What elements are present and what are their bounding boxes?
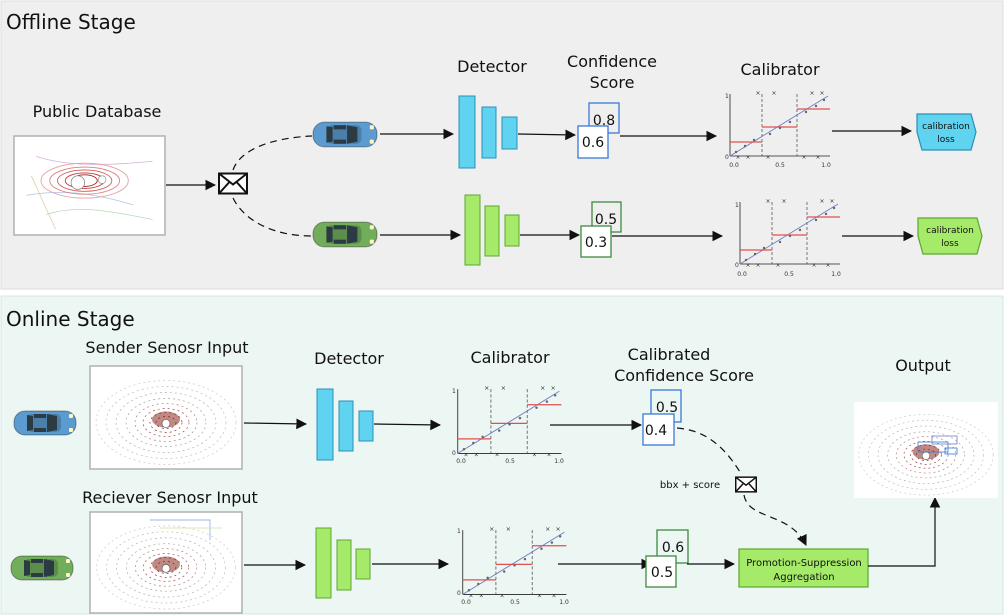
message-envelope-icon [218,172,248,195]
aggregation-box: Promotion-Suppression Aggregation [738,548,869,588]
x-tick-1-0: 1.0 [831,271,841,278]
x-tick-0-5: 0.5 [505,458,515,465]
offline-stage: Offline Stage Public Database Detector C… [0,0,1004,290]
online-detector-green [315,527,371,599]
green-car-icon [312,221,378,248]
public-database-image [13,135,166,236]
x-tick-0-5: 0.5 [784,271,794,278]
x-tick-1-0: 1.0 [559,599,569,606]
sender-car-icon [13,410,77,436]
y-tick-0: 0 [457,590,461,597]
receiver-car-icon [10,555,74,581]
online-stage: Online Stage Sender Senosr Input Recieve… [0,295,1004,615]
loss-label-line2: loss [937,135,955,145]
loss-label-line1: calibration [926,226,974,236]
arrow-detector-to-calibrator-sender [373,419,442,431]
receiver-lidar-image [89,511,243,614]
message-envelope-icon [735,476,757,493]
x-tick-1-0: 1.0 [554,458,564,465]
calibrated-score-label-line2: Confidence Score [614,366,754,385]
score-0-6: 0.6 [662,540,684,556]
x-tick-0-0: 0.0 [461,599,471,606]
arrow-sender-to-detector [243,418,308,430]
offline-detector-blue [458,95,518,169]
online-score-boxes-sender: 0.5 0.4 [642,389,682,446]
offline-calibration-plot-top: 1 0 0.0 0.5 1.0 [725,90,831,169]
aggregation-label-line2: Aggregation [773,572,834,583]
score-0-3: 0.3 [585,235,607,251]
offline-calibration-plot-bottom: 1 0 0.0 0.5 1.0 [735,198,841,278]
online-calibration-plot-sender: 1 0 0.0 0.5 1.0 [452,385,564,465]
receiver-input-label: Reciever Senosr Input [82,488,258,507]
arrow-detector-to-score-top [517,129,577,141]
calibrated-score-label-line1: Calibrated [628,345,711,364]
dashed-message-link-upper [676,427,741,473]
sender-lidar-image [89,365,243,470]
score-0-4: 0.4 [645,423,667,439]
sender-input-label: Sender Senosr Input [85,338,248,357]
aggregation-label-line1: Promotion-Suppression [746,558,862,569]
online-score-boxes-receiver: 0.6 0.5 [645,529,689,588]
dashed-link-bottom [232,197,313,237]
loss-label-line2: loss [941,239,959,249]
offline-detector-green [464,194,520,266]
calibration-loss-box-blue: calibration loss [916,113,977,151]
online-detector-blue [316,388,374,461]
x-tick-0-0: 0.0 [456,458,466,465]
x-tick-0-0: 0.0 [737,271,747,278]
public-database-label: Public Database [33,102,162,121]
offline-calibrator-label: Calibrator [740,60,819,79]
online-detector-label: Detector [314,349,384,368]
dashed-link-top [232,135,313,171]
x-tick-0-5: 0.5 [510,599,520,606]
output-label: Output [895,356,951,375]
online-calibration-plot-receiver: 1 0 0.0 0.5 1.0 [457,526,569,606]
x-tick-0-0: 0.0 [729,162,739,169]
y-tick-0: 0 [452,450,456,457]
confidence-score-label-line1: Confidence [567,52,657,71]
calibration-loss-box-green: calibration loss [917,217,983,255]
y-tick-0: 0 [735,262,739,269]
y-tick-1: 1 [452,388,456,395]
y-tick-1: 1 [725,93,729,100]
loss-label-line1: calibration [922,122,970,132]
y-tick-1: 1 [735,202,739,209]
online-stage-title: Online Stage [6,307,135,331]
score-0-8: 0.8 [593,113,615,129]
arrow-aggregation-to-output [868,496,941,567]
output-lidar-image [853,402,999,498]
confidence-score-label-line2: Score [590,73,635,92]
offline-score-boxes-bottom: 0.5 0.3 [580,201,622,258]
score-0-6: 0.6 [582,135,604,151]
offline-score-boxes-top: 0.8 0.6 [577,102,620,159]
score-0-5: 0.5 [656,400,678,416]
y-tick-0: 0 [725,154,729,161]
blue-car-icon [312,121,378,148]
dashed-message-link-lower [743,494,807,546]
message-label: bbx + score [660,480,720,491]
offline-detector-label: Detector [457,57,527,76]
online-calibrator-label: Calibrator [470,348,549,367]
score-0-5: 0.5 [595,212,617,228]
y-tick-1: 1 [457,528,461,535]
x-tick-1-0: 1.0 [821,162,831,169]
x-tick-0-5: 0.5 [775,162,785,169]
offline-stage-title: Offline Stage [6,10,136,34]
score-0-5: 0.5 [651,565,673,581]
